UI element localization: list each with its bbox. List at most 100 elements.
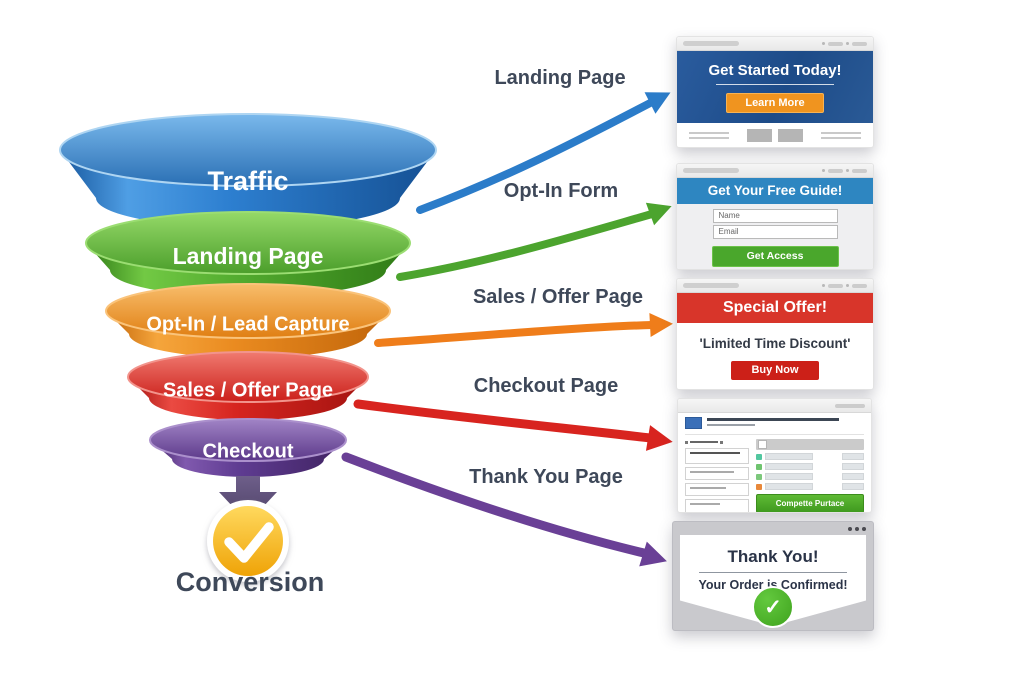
connector-label-sales-offer-page: Sales / Offer Page (472, 286, 644, 308)
funnel-stage-shape (106, 311, 390, 358)
connector-arrow (416, 97, 658, 214)
item-name-placeholder (765, 473, 813, 480)
buy-now-button[interactable]: Buy Now (731, 361, 819, 380)
order-summary-column: Compette Purtace (756, 439, 864, 512)
funnel-stage-shape (60, 150, 436, 228)
checkout-body: Compette Purtace (678, 413, 871, 512)
funnel-stage-sales-offer: Sales / Offer Page (127, 351, 369, 420)
chrome-dot-icon (822, 42, 825, 45)
item-name-placeholder (765, 483, 813, 490)
thank-you-headline: Thank You! (727, 547, 819, 566)
logo (685, 417, 702, 429)
arrowhead-icon (645, 425, 673, 451)
down-arrow-icon (219, 476, 277, 523)
page-footer (677, 123, 873, 147)
browser-chrome (677, 37, 873, 51)
order-item-row (756, 453, 864, 460)
funnel-stage-rim (59, 113, 437, 187)
email-field[interactable]: Email (712, 225, 838, 239)
address-bar (683, 283, 739, 288)
item-swatch (756, 473, 762, 480)
connector-sales-offer-page (374, 313, 673, 347)
connector-thank-you-page (341, 452, 667, 567)
checkmark-icon (224, 522, 274, 563)
learn-more-button[interactable]: Learn More (726, 92, 824, 113)
divider (699, 572, 847, 573)
form-field[interactable] (685, 483, 749, 496)
badge-circle (213, 506, 283, 576)
funnel-stage-label: Traffic (207, 166, 288, 196)
form-field[interactable] (685, 499, 749, 512)
placeholder-images (747, 128, 803, 142)
summary-header (756, 439, 864, 450)
arrowhead-icon (639, 541, 667, 567)
arrowhead-icon (649, 313, 673, 337)
order-item-row (756, 463, 864, 470)
item-swatch (756, 463, 762, 470)
hero-section: Get Started Today! Learn More (677, 51, 873, 123)
section-label (685, 439, 749, 445)
funnel-stage-shape (128, 377, 368, 420)
chrome-menu-icon (835, 403, 865, 408)
order-item-row (756, 483, 864, 490)
funnel-stage-rim (105, 283, 391, 339)
conversion-label: Conversion (176, 567, 325, 597)
get-access-button[interactable]: Get Access (711, 246, 839, 267)
chrome-dot-icon (846, 284, 849, 287)
form-field[interactable] (685, 448, 749, 464)
address-bar (683, 168, 739, 173)
window-title-bar (673, 522, 873, 535)
connector-arrow (353, 399, 655, 443)
chrome-menu-icon (828, 283, 843, 288)
connector-label-thank-you-page: Thank You Page (469, 466, 623, 488)
browser-chrome (677, 164, 873, 178)
address-bar (683, 41, 739, 46)
billing-form-column (685, 439, 749, 512)
form-header: Get Your Free Guide! (677, 178, 873, 204)
complete-purchase-button[interactable]: Compette Purtace (756, 494, 864, 512)
thank-you-mockup: Thank You! Your Order is Confirmed! ✓ (672, 521, 874, 631)
funnel-stage-shape (150, 440, 346, 477)
form-field[interactable] (685, 467, 749, 480)
success-check-icon: ✓ (752, 586, 794, 628)
item-name-placeholder (765, 463, 813, 470)
item-price-placeholder (842, 473, 864, 480)
window-dot-icon (855, 526, 859, 531)
funnel-stage-landing-page: Landing Page (85, 211, 411, 297)
offer-body: 'Limited Time Discount' Buy Now (677, 336, 873, 380)
funnel-stage-shape (86, 243, 410, 297)
chrome-dot-icon (846, 42, 849, 45)
connector-checkout-page (353, 399, 673, 451)
order-confirmed-text: Your Order is Confirmed! (698, 578, 848, 592)
arrowhead-icon (645, 202, 672, 226)
funnel-stage-opt-in: Opt-In / Lead Capture (105, 283, 391, 358)
chrome-menu-icon (828, 168, 843, 173)
arrowhead-icon (644, 92, 671, 114)
form-body: Name Email Get Access (677, 204, 873, 269)
placeholder-title-line (707, 418, 839, 421)
landing-page-mockup: Get Started Today! Learn More (676, 36, 874, 148)
connector-label-landing-page: Landing Page (494, 67, 626, 89)
checkmark-glyph: ✓ (764, 595, 782, 619)
name-field[interactable]: Name (712, 209, 838, 223)
offer-subline: 'Limited Time Discount' (699, 336, 851, 351)
site-header (685, 417, 864, 429)
connector-arrow (374, 321, 656, 347)
checkbox-icon[interactable] (758, 440, 767, 449)
placeholder-lines (821, 131, 861, 139)
browser-chrome (677, 279, 873, 293)
sales-offer-mockup: Special Offer! 'Limited Time Discount' B… (676, 278, 874, 390)
connector-label-opt-in-form: Opt-In Form (503, 180, 619, 202)
checkout-page-mockup: Compette Purtace (677, 398, 872, 513)
funnel-stage-traffic: Traffic (59, 113, 437, 228)
divider (716, 83, 834, 85)
chrome-dot-icon (846, 169, 849, 172)
order-item-row (756, 473, 864, 480)
connector-arrow (396, 210, 656, 281)
hero-headline: Get Started Today! (708, 61, 842, 79)
connector-landing-page (416, 92, 671, 214)
funnel-stage-label: Landing Page (173, 243, 324, 269)
connector-opt-in-form (396, 202, 672, 281)
